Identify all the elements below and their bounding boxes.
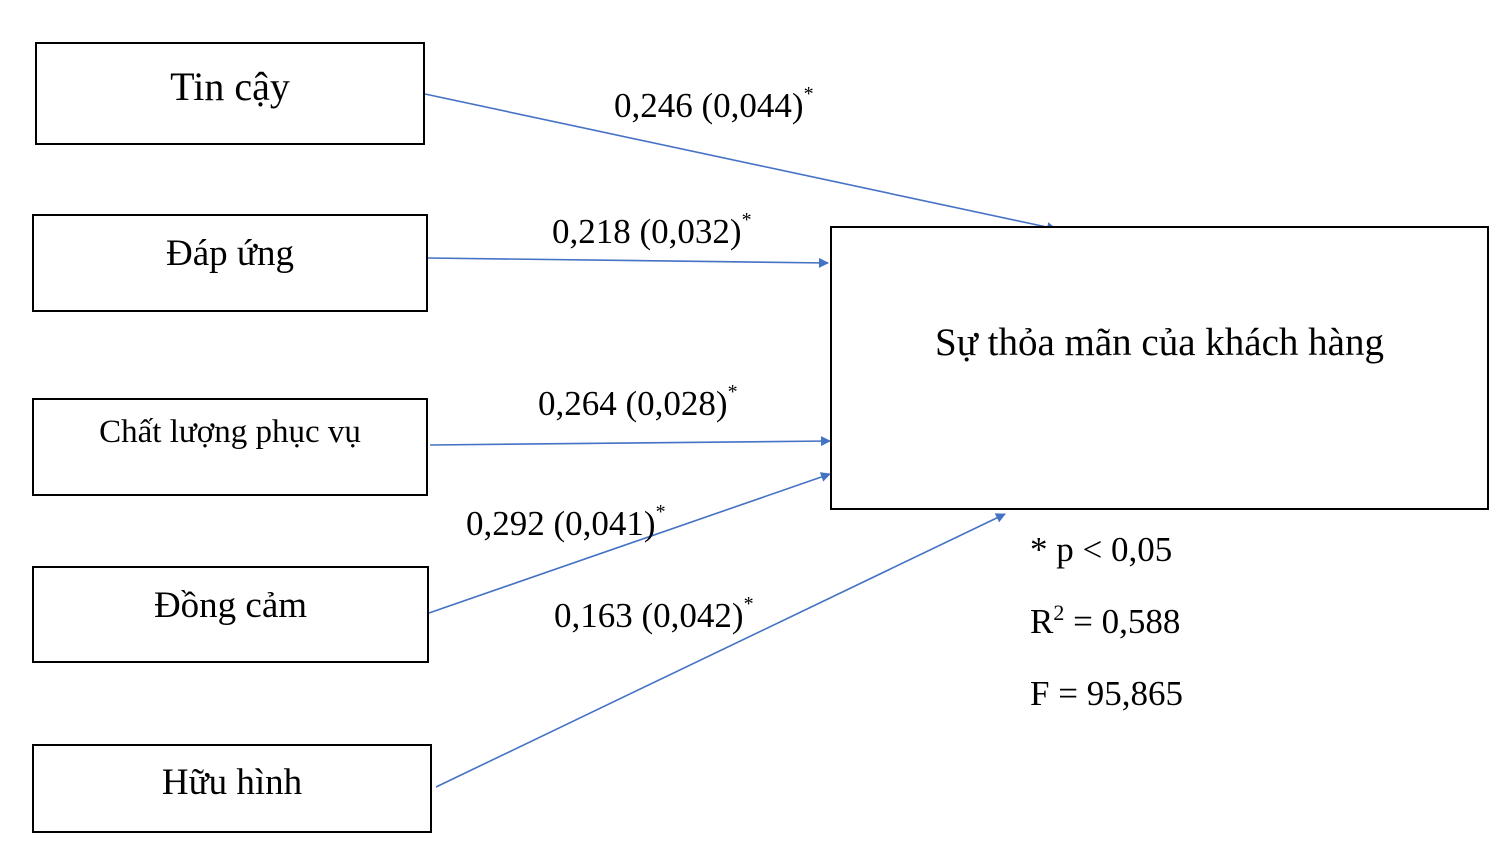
f-statistic-note: F = 95,865 bbox=[1030, 674, 1183, 713]
predictor-box-dap-ung: Đáp ứng bbox=[32, 214, 428, 312]
coefficient-label-dap-ung: 0,218 (0,032)* bbox=[552, 210, 752, 251]
coefficient-label-dong-cam: 0,292 (0,041)* bbox=[466, 502, 666, 543]
coefficient-value: 0,218 (0,032) bbox=[552, 212, 742, 251]
arrow-chat-luong-phuc-vu bbox=[429, 436, 831, 447]
r-squared-note: R2 = 0,588 bbox=[1030, 602, 1181, 641]
significance-mark: * bbox=[803, 83, 814, 105]
coefficient-label-chat-luong-phuc-vu: 0,264 (0,028)* bbox=[538, 382, 738, 423]
significance-mark: * bbox=[727, 381, 738, 403]
predictor-box-tin-cay: Tin cậy bbox=[35, 42, 425, 145]
outcome-label: Sự thỏa mãn của khách hàng bbox=[935, 321, 1384, 364]
coefficient-value: 0,264 (0,028) bbox=[538, 384, 728, 423]
predictor-label: Đồng cảm bbox=[153, 585, 308, 626]
r-squared-symbol: R bbox=[1030, 602, 1054, 641]
predictor-label: Chất lượng phục vụ bbox=[99, 414, 361, 450]
r-squared-exponent: 2 bbox=[1053, 600, 1065, 625]
significance-mark: * bbox=[655, 501, 666, 523]
arrow-huu-hinh bbox=[435, 513, 1006, 788]
predictor-box-huu-hinh: Hữu hình bbox=[32, 744, 432, 833]
predictor-box-dong-cam: Đồng cảm bbox=[32, 566, 429, 663]
coefficient-label-tin-cay: 0,246 (0,044)* bbox=[614, 84, 814, 125]
significance-mark: * bbox=[743, 593, 754, 615]
coefficient-value: 0,246 (0,044) bbox=[614, 86, 804, 125]
coefficient-value: 0,292 (0,041) bbox=[466, 504, 656, 543]
significance-mark: * bbox=[741, 209, 752, 231]
arrow-dong-cam bbox=[428, 472, 831, 614]
p-value-note: * p < 0,05 bbox=[1030, 530, 1173, 569]
predictor-label: Đáp ứng bbox=[166, 233, 294, 274]
predictor-label: Tin cậy bbox=[170, 64, 290, 109]
outcome-box: Sự thỏa mãn của khách hàng bbox=[830, 226, 1489, 510]
predictor-label: Hữu hình bbox=[161, 762, 303, 803]
arrow-dap-ung bbox=[427, 257, 829, 268]
arrow-tin-cay bbox=[424, 93, 1057, 233]
r-squared-value: = 0,588 bbox=[1064, 602, 1181, 641]
coefficient-value: 0,163 (0,042) bbox=[554, 596, 744, 635]
coefficient-label-huu-hinh: 0,163 (0,042)* bbox=[554, 594, 754, 635]
predictor-box-chat-luong-phuc-vu: Chất lượng phục vụ bbox=[32, 398, 428, 496]
